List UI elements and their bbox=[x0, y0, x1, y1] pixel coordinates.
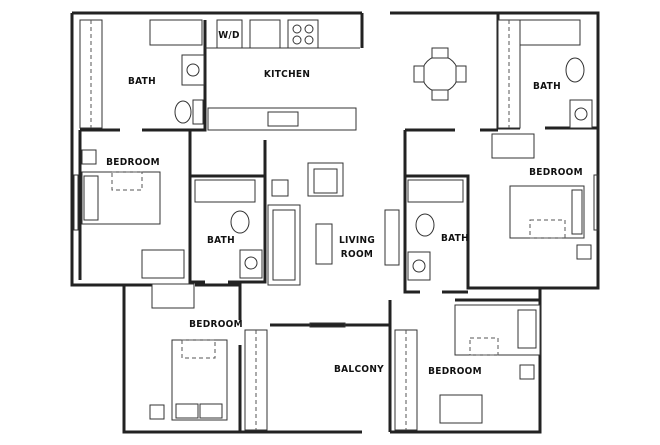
closets bbox=[79, 19, 521, 431]
kitchen-fixtures bbox=[205, 19, 360, 131]
living-furniture bbox=[267, 162, 344, 286]
bath-fixtures bbox=[149, 19, 593, 281]
room-label-room: ROOM bbox=[341, 249, 373, 260]
room-label-bedroom: BEDROOM bbox=[529, 167, 583, 178]
room-label-bath: BATH bbox=[207, 235, 235, 246]
room-label-bath: BATH bbox=[533, 81, 561, 92]
room-label-bedroom: BEDROOM bbox=[428, 366, 482, 377]
room-label-bath: BATH bbox=[128, 76, 156, 87]
room-label-bedroom: BEDROOM bbox=[106, 157, 160, 168]
room-label-living: LIVING bbox=[339, 235, 375, 246]
room-label-bath: BATH bbox=[441, 233, 469, 244]
room-label-kitchen: KITCHEN bbox=[264, 69, 310, 80]
dining-table bbox=[413, 47, 467, 101]
bedroom-furniture bbox=[81, 133, 592, 424]
windows bbox=[73, 174, 599, 328]
room-label-bedroom: BEDROOM bbox=[189, 319, 243, 330]
room-label-washer-dryer: W/D bbox=[218, 30, 240, 41]
room-label-balcony: BALCONY bbox=[334, 364, 384, 375]
